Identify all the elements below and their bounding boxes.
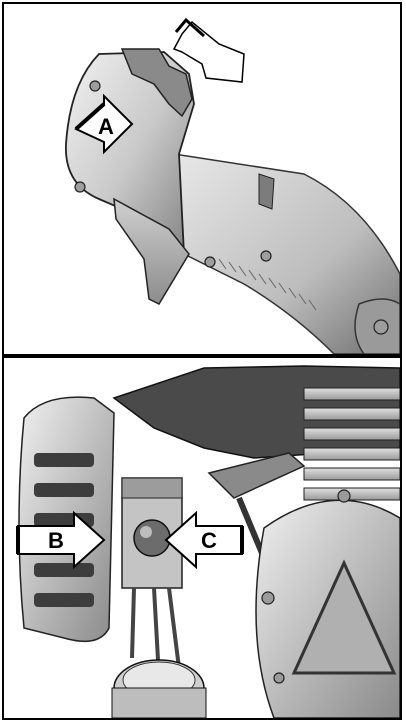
- starter-triangle: [291, 559, 397, 675]
- callout-b-arrow: B: [16, 510, 106, 570]
- side-switch: [258, 173, 275, 210]
- cylinder-fins: [303, 387, 400, 501]
- callout-label-b: B: [48, 528, 64, 553]
- callout-c-arrow: C: [164, 510, 244, 570]
- callout-label-a: A: [98, 114, 114, 139]
- callout-label-c: C: [201, 528, 217, 553]
- callout-a-arrow: A: [74, 93, 134, 155]
- grip-ridges: [218, 258, 317, 311]
- trigger: [113, 197, 190, 305]
- bolt-icons: [261, 489, 351, 684]
- throttle-handle-illustration: A: [65, 17, 400, 354]
- starter-handle: [207, 452, 306, 499]
- curved-arrow-icon: [172, 17, 245, 83]
- head-ridge: [120, 48, 193, 118]
- figure-panel-bottom: B C: [2, 356, 402, 720]
- screw-icons: [74, 80, 389, 335]
- figure-panel-top: A: [2, 2, 402, 356]
- engine-carburetor-illustration: B C: [4, 358, 400, 718]
- grip-tube: [173, 153, 400, 354]
- primer-bulb: [133, 519, 171, 557]
